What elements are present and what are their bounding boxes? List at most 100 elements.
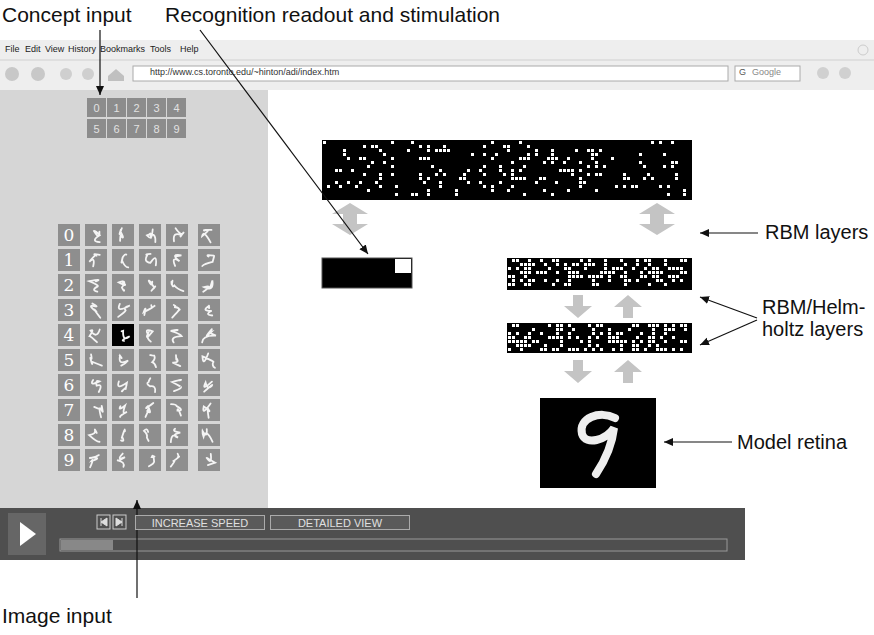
concept-button: 5 [87, 119, 106, 138]
digit-cell [139, 324, 161, 346]
digit-glyph: 1 [58, 249, 80, 271]
digit-cell [112, 224, 134, 246]
digit-cell [58, 249, 80, 271]
handwritten-digit [122, 331, 130, 341]
play-button [8, 513, 46, 555]
model-retina [540, 398, 656, 488]
browser-text: G [739, 68, 746, 78]
browser-text: Help [180, 45, 199, 55]
browser-text: Bookmarks [100, 45, 145, 55]
digit-cell [112, 399, 134, 421]
digit-cell [166, 224, 188, 246]
concept-button: 7 [127, 119, 146, 138]
digit-cell [112, 249, 134, 271]
digit-glyph: 0 [58, 224, 80, 246]
digit-glyph: 6 [58, 374, 80, 396]
search-box [735, 66, 800, 81]
digit-glyph: 4 [58, 324, 80, 346]
url-box [133, 66, 728, 81]
digit-cell [112, 299, 134, 321]
handwritten-digit [202, 353, 214, 367]
handwritten-digit [144, 305, 155, 315]
handwritten-digit [202, 329, 216, 342]
handwritten-digit [144, 429, 149, 441]
handwritten-digit [171, 404, 181, 416]
handwritten-digit [90, 354, 102, 365]
annotation-label: RBM layers [765, 221, 868, 243]
digit-cell [58, 324, 80, 346]
handwritten-digit [89, 254, 99, 266]
annotation-label: Image input [2, 604, 112, 627]
handwritten-digit [147, 330, 153, 342]
digit-cell [112, 449, 134, 471]
leader-lines [100, 30, 758, 598]
button-text: 0 [93, 102, 99, 114]
readout-layer [322, 258, 412, 288]
digit-cell [85, 449, 107, 471]
digit-cell [166, 449, 188, 471]
digit-cell [85, 349, 107, 371]
handwritten-digit [92, 380, 101, 392]
digit-cell [58, 349, 80, 371]
concept-button: 9 [167, 119, 186, 138]
button-text: 9 [173, 123, 179, 135]
handwritten-digit [149, 456, 155, 467]
digit-cell [85, 274, 107, 296]
handwritten-digit [120, 405, 127, 416]
digit-cell [139, 374, 161, 396]
annotation-label: Concept input [2, 3, 132, 26]
digit-cell [166, 274, 188, 296]
digit-cell [166, 374, 188, 396]
digit-cell [166, 324, 188, 346]
digit-cell [166, 399, 188, 421]
browser-text: View [45, 45, 64, 55]
retina-digit [582, 415, 615, 474]
handwritten-digit [205, 306, 212, 316]
browser-text: File [5, 45, 20, 55]
digit-cell [58, 299, 80, 321]
digit-cell [112, 424, 134, 446]
readout-border [322, 258, 412, 288]
handwritten-digit [120, 355, 128, 365]
handwritten-digit [172, 305, 180, 318]
annotation-label: RBM/Helm- holtz layers [762, 296, 874, 340]
handwritten-digit [204, 382, 212, 392]
concept-button: 1 [107, 98, 126, 117]
handwritten-digit [172, 355, 180, 366]
digit-grid [58, 224, 220, 471]
digit-cell [58, 224, 80, 246]
digit-cell [139, 449, 161, 471]
handwritten-digit [89, 280, 98, 292]
control-bar [0, 508, 745, 560]
digit-cell [166, 424, 188, 446]
handwritten-digit [147, 229, 155, 242]
concept-button: 2 [127, 98, 146, 117]
button-text: DETAILED VIEW [298, 517, 382, 529]
handwritten-digit [147, 378, 155, 392]
digit-cell [198, 399, 220, 421]
concept-button: 0 [87, 98, 106, 117]
handwritten-digit [172, 380, 181, 391]
unit-layer [322, 140, 692, 200]
layer-arrows [332, 203, 675, 383]
handwritten-digit [149, 281, 155, 291]
digit-glyph: 9 [58, 449, 80, 471]
handwritten-digit [171, 281, 183, 292]
digit-cell [198, 224, 220, 246]
digit-cell [85, 224, 107, 246]
handwritten-digit [89, 455, 99, 467]
digit-cell [198, 374, 220, 396]
browser-text: Edit [25, 45, 41, 55]
digit-cell [198, 274, 220, 296]
digit-glyph: 3 [58, 299, 80, 321]
digit-cell [58, 399, 80, 421]
digit-cell [85, 324, 107, 346]
button-text: 2 [133, 102, 139, 114]
handwritten-digit [202, 230, 211, 243]
digit-glyph: 7 [58, 399, 80, 421]
concept-button: 6 [107, 119, 126, 138]
handwritten-digit [171, 330, 182, 342]
digit-cell [166, 299, 188, 321]
digit-cell [85, 299, 107, 321]
unit-layer [507, 258, 692, 290]
